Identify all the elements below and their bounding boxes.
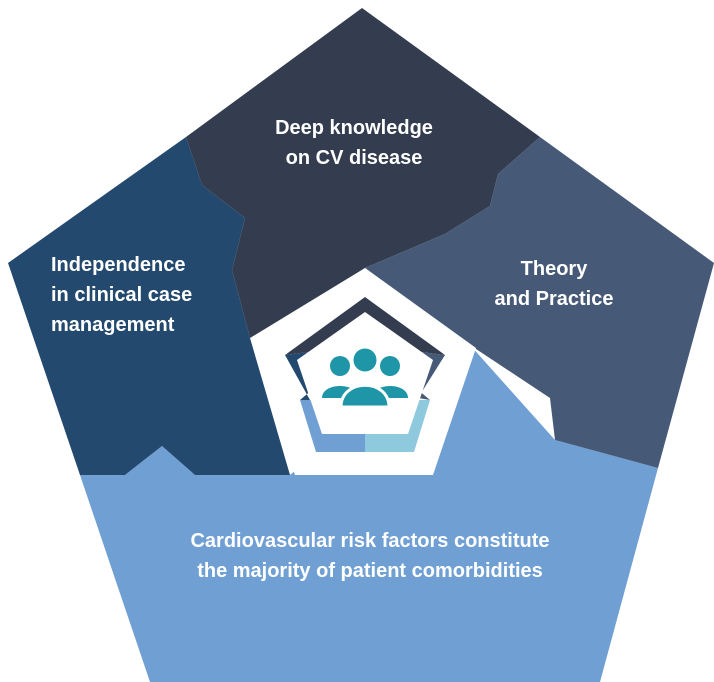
segment-left — [8, 137, 290, 475]
segment-bottom — [80, 345, 658, 682]
label-left-line2: in clinical case — [51, 284, 193, 306]
label-left-line1: Independence — [51, 254, 186, 276]
segment-top — [186, 8, 540, 338]
label-right: Theory and Practice — [465, 254, 643, 314]
label-bottom: Cardiovascular risk factors constitute t… — [150, 526, 590, 586]
label-top-line2: on CV disease — [285, 147, 423, 169]
label-right-line2: and Practice — [494, 288, 614, 310]
label-bottom-line2: the majority of patient comorbidities — [197, 560, 543, 582]
label-right-line1: Theory — [520, 258, 588, 280]
people-group-icon — [322, 345, 408, 409]
label-bottom-line1: Cardiovascular risk factors constitute — [190, 530, 550, 552]
label-left: Independence in clinical case management — [51, 250, 241, 340]
label-left-line3: management — [51, 314, 175, 336]
label-top: Deep knowledge on CV disease — [242, 113, 466, 173]
segment-right — [365, 137, 714, 468]
label-top-line1: Deep knowledge — [275, 117, 433, 139]
